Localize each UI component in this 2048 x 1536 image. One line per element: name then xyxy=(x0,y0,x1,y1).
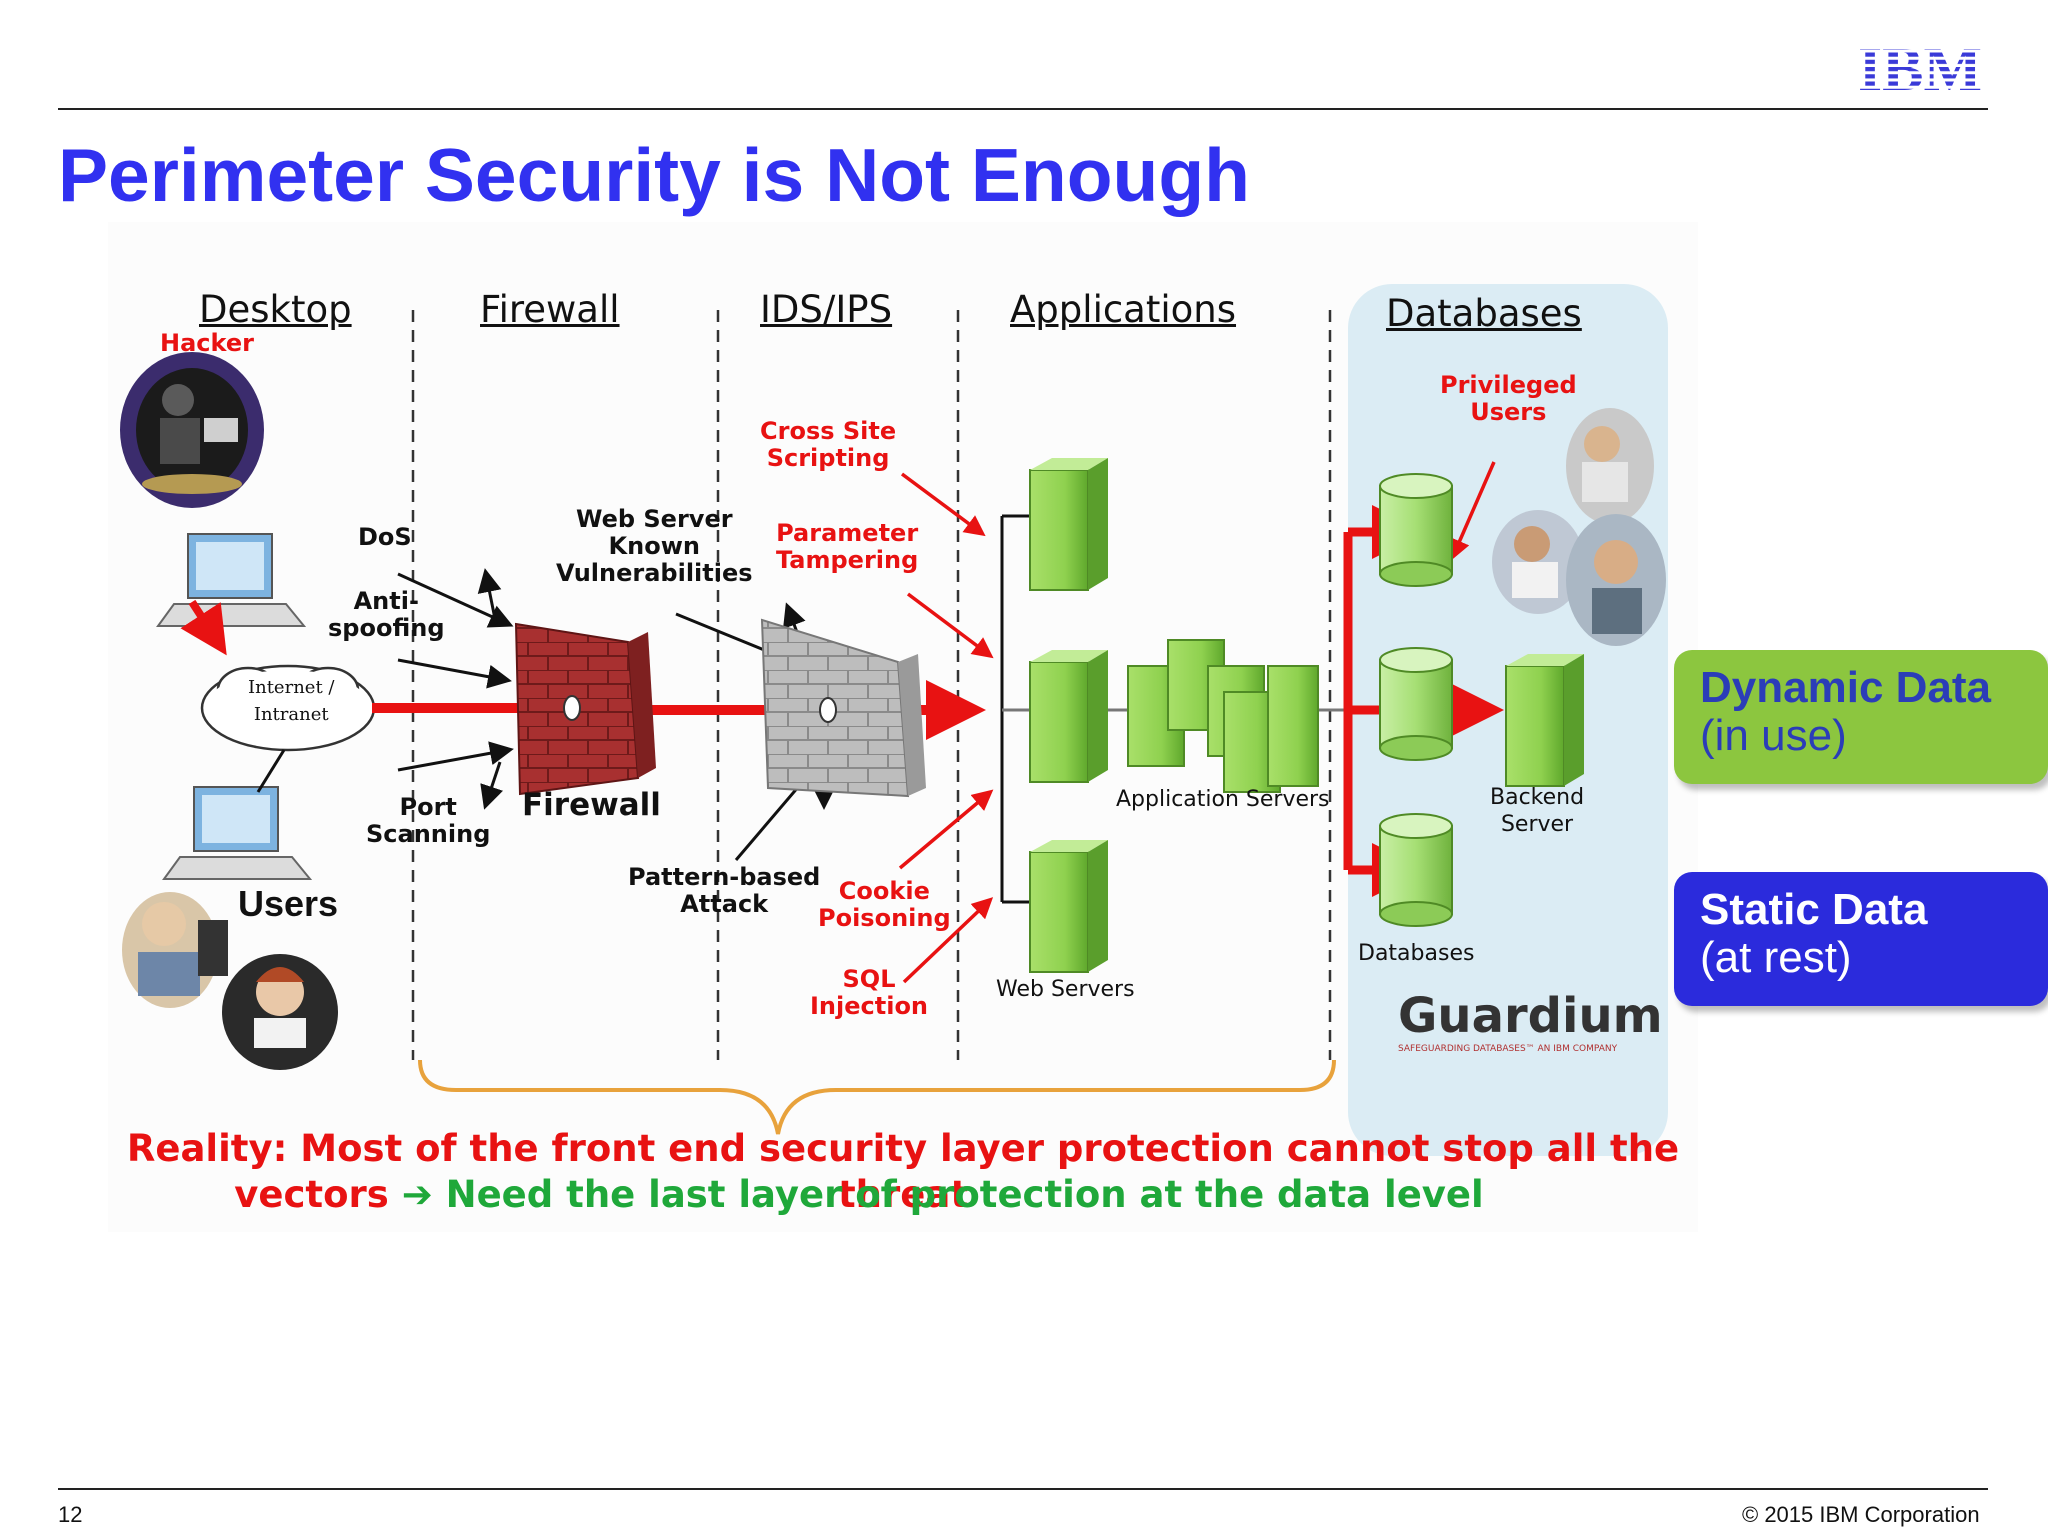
column-desktop: Desktop xyxy=(199,288,352,331)
privileged-users-label: Privileged Users xyxy=(1440,372,1577,426)
bs-line-1: Backend xyxy=(1490,785,1585,810)
databases-label: Databases xyxy=(1358,941,1475,966)
bs-line-2: Server xyxy=(1500,812,1574,837)
hacker-label: Hacker xyxy=(160,329,254,357)
web-server-top xyxy=(1029,458,1108,591)
anti-spoofing-line-1: Anti- xyxy=(353,587,419,615)
dynamic-data-title: Dynamic Data xyxy=(1700,663,1992,712)
desktop-computer-bottom xyxy=(162,786,313,880)
port-scanning-label: Port Scanning xyxy=(366,794,490,848)
column-ids-ips: IDS/IPS xyxy=(760,288,893,331)
firewall-label: Firewall xyxy=(522,787,661,823)
slide-title: Perimeter Security is Not Enough xyxy=(58,133,1250,217)
pt-line-1: Parameter xyxy=(776,519,919,547)
footer-rule xyxy=(58,1488,1988,1490)
cookie-poisoning-label: Cookie Poisoning xyxy=(818,878,951,932)
pt-line-2: Tampering xyxy=(776,546,919,574)
guardium-tagline: SAFEGUARDING DATABASES™ AN IBM COMPANY xyxy=(1398,1044,1618,1054)
wsv-line-1: Web Server xyxy=(575,505,733,533)
sql-injection-label: SQL Injection xyxy=(810,966,928,1020)
sql-line-2: Injection xyxy=(810,992,929,1020)
dynamic-data-badge: Dynamic Data (in use) xyxy=(1674,650,2048,784)
backend-server xyxy=(1505,654,1584,787)
css-line-2: Scripting xyxy=(766,444,890,472)
column-separators xyxy=(411,310,1332,1060)
pu-line-2: Users xyxy=(1470,398,1547,426)
anti-spoofing-label: Anti- spoofing xyxy=(328,588,445,642)
ids-wall xyxy=(760,618,926,798)
static-data-title: Static Data xyxy=(1700,885,1928,934)
parameter-tampering-label: Parameter Tampering xyxy=(776,520,918,574)
css-line-1: Cross Site xyxy=(760,417,897,445)
firewall-wall xyxy=(514,622,656,796)
internet-line-2: Intranet xyxy=(253,704,329,725)
wsv-line-3: Vulnerabilities xyxy=(556,559,753,587)
reality-need: Need the last layer of protection at the… xyxy=(445,1173,1484,1216)
web-server-middle xyxy=(1029,650,1108,783)
desktop-computer-top xyxy=(156,533,307,627)
app-attack-arrows xyxy=(898,472,994,984)
pu-line-1: Privileged xyxy=(1440,371,1577,399)
dynamic-data-subtitle: (in use) xyxy=(1700,711,1847,760)
pba-line-2: Attack xyxy=(680,890,769,918)
backend-server-label: Backend Server xyxy=(1490,784,1584,838)
orange-brace xyxy=(418,1059,1336,1135)
green-arrow-icon: ➔ xyxy=(401,1173,433,1216)
header-rule xyxy=(58,108,1988,110)
column-firewall: Firewall xyxy=(480,288,620,331)
page-number: 12 xyxy=(58,1502,83,1527)
users-label: Users xyxy=(238,883,339,924)
sql-line-1: SQL xyxy=(842,965,896,993)
anti-spoofing-line-2: spoofing xyxy=(328,614,445,642)
privileged-users-image xyxy=(1492,408,1666,646)
dos-label: DoS xyxy=(358,523,412,551)
cross-site-scripting-label: Cross Site Scripting xyxy=(760,418,896,472)
ibm-logo-text: IBM xyxy=(1858,38,1982,96)
cp-line-2: Poisoning xyxy=(818,904,951,932)
reality-line-1: Reality: Most of the front end security … xyxy=(126,1127,1680,1216)
hacker-image xyxy=(120,352,264,508)
database-cylinder-top xyxy=(1379,473,1453,587)
guardium-logo: Guardium xyxy=(1398,988,1663,1044)
internet-line-1: Internet / xyxy=(248,677,335,698)
reality-line-2: vectors ➔ Need the last layer of protect… xyxy=(64,1172,1654,1218)
column-databases: Databases xyxy=(1386,292,1582,335)
internet-cloud xyxy=(200,664,376,752)
static-data-badge: Static Data (at rest) xyxy=(1674,872,2048,1006)
port-scanning-line-1: Port xyxy=(399,793,457,821)
pattern-based-attack-label: Pattern-based Attack xyxy=(628,864,820,918)
application-servers-label: Application Servers xyxy=(1116,787,1330,812)
users-image xyxy=(122,892,338,1070)
copyright: © 2015 IBM Corporation xyxy=(1742,1502,1980,1527)
web-servers-label: Web Servers xyxy=(996,977,1135,1002)
cp-line-1: Cookie xyxy=(838,877,930,905)
web-server-vulnerabilities-label: Web Server Known Vulnerabilities xyxy=(556,506,753,587)
pba-line-1: Pattern-based xyxy=(628,863,821,891)
column-applications: Applications xyxy=(1010,288,1237,331)
application-servers-cluster xyxy=(1127,639,1319,793)
internet-intranet-label: Internet / Intranet xyxy=(248,674,334,728)
database-cylinder-bottom xyxy=(1379,813,1453,927)
reality-vectors: vectors xyxy=(234,1173,389,1216)
static-data-subtitle: (at rest) xyxy=(1700,933,1852,982)
port-scanning-line-2: Scanning xyxy=(366,820,491,848)
web-server-bottom xyxy=(1029,840,1108,973)
database-cylinder-middle xyxy=(1379,647,1453,761)
wsv-line-2: Known xyxy=(608,532,700,560)
security-diagram: Desktop Firewall IDS/IPS Applications Da… xyxy=(108,222,1698,1232)
ibm-logo: IBM xyxy=(1852,38,1988,96)
